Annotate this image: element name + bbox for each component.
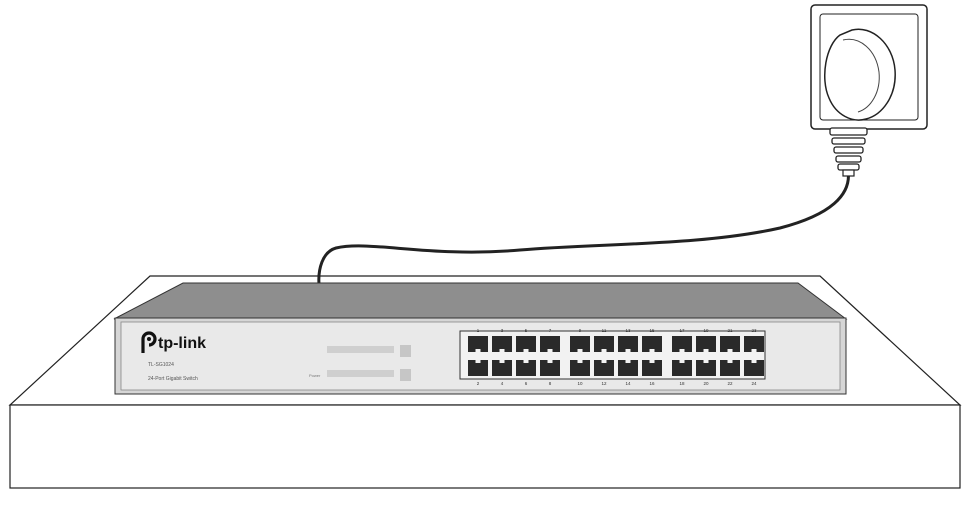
rj45-port-11 xyxy=(594,336,614,352)
tp-link-logo-icon xyxy=(141,331,157,353)
rj45-port-13 xyxy=(618,336,638,352)
rj45-port-5 xyxy=(516,336,536,352)
led-strip-top xyxy=(327,346,394,353)
power-label: Power xyxy=(309,373,321,378)
port-label-7: 7 xyxy=(549,328,552,333)
rj45-port-4 xyxy=(492,360,512,376)
led-marker-top xyxy=(400,345,411,357)
table-front xyxy=(9,404,961,489)
rj45-port-21 xyxy=(720,336,740,352)
rj45-port-19 xyxy=(696,336,716,352)
rj45-port-23 xyxy=(744,336,764,352)
rj45-port-10 xyxy=(570,360,590,376)
network-switch: tp-link TL-SG1024 24-Port Gigabit Switch… xyxy=(113,282,848,395)
port-label-14: 14 xyxy=(625,381,631,386)
rj45-port-24 xyxy=(744,360,764,376)
port-label-6: 6 xyxy=(525,381,528,386)
port-label-13: 13 xyxy=(625,328,631,333)
port-label-10: 10 xyxy=(577,381,583,386)
port-label-16: 16 xyxy=(649,381,655,386)
description-text: 24-Port Gigabit Switch xyxy=(148,376,198,382)
rj45-port-1 xyxy=(468,336,488,352)
port-label-21: 21 xyxy=(727,328,733,333)
switch-top-face xyxy=(113,282,848,320)
port-label-1: 1 xyxy=(477,328,480,333)
rj45-port-12 xyxy=(594,360,614,376)
power-cable xyxy=(317,169,850,285)
port-label-11: 11 xyxy=(602,328,607,333)
port-label-9: 9 xyxy=(579,328,582,333)
power-plug-icon xyxy=(823,28,896,177)
port-label-4: 4 xyxy=(501,381,504,386)
rj45-port-8 xyxy=(540,360,560,376)
port-label-23: 23 xyxy=(751,328,757,333)
rj45-port-16 xyxy=(642,360,662,376)
port-label-8: 8 xyxy=(549,381,552,386)
rj45-port-18 xyxy=(672,360,692,376)
port-label-18: 18 xyxy=(679,381,685,386)
port-label-2: 2 xyxy=(477,381,480,386)
model-text: TL-SG1024 xyxy=(148,362,174,368)
port-label-5: 5 xyxy=(525,328,528,333)
rj45-port-22 xyxy=(720,360,740,376)
port-label-20: 20 xyxy=(703,381,709,386)
port-label-15: 15 xyxy=(649,328,655,333)
rj45-port-7 xyxy=(540,336,560,352)
rj45-port-9 xyxy=(570,336,590,352)
port-label-24: 24 xyxy=(751,381,757,386)
port-label-19: 19 xyxy=(703,328,709,333)
rj45-port-3 xyxy=(492,336,512,352)
port-label-12: 12 xyxy=(601,381,607,386)
rj45-port-17 xyxy=(672,336,692,352)
led-marker-bottom xyxy=(400,369,411,381)
brand-logo-text: tp-link xyxy=(158,335,206,352)
rj45-port-6 xyxy=(516,360,536,376)
rj45-port-2 xyxy=(468,360,488,376)
led-strip-bottom xyxy=(327,370,394,377)
rj45-port-20 xyxy=(696,360,716,376)
port-label-17: 17 xyxy=(679,328,685,333)
port-label-3: 3 xyxy=(501,328,504,333)
port-label-22: 22 xyxy=(727,381,733,386)
rj45-port-15 xyxy=(642,336,662,352)
rj45-port-14 xyxy=(618,360,638,376)
